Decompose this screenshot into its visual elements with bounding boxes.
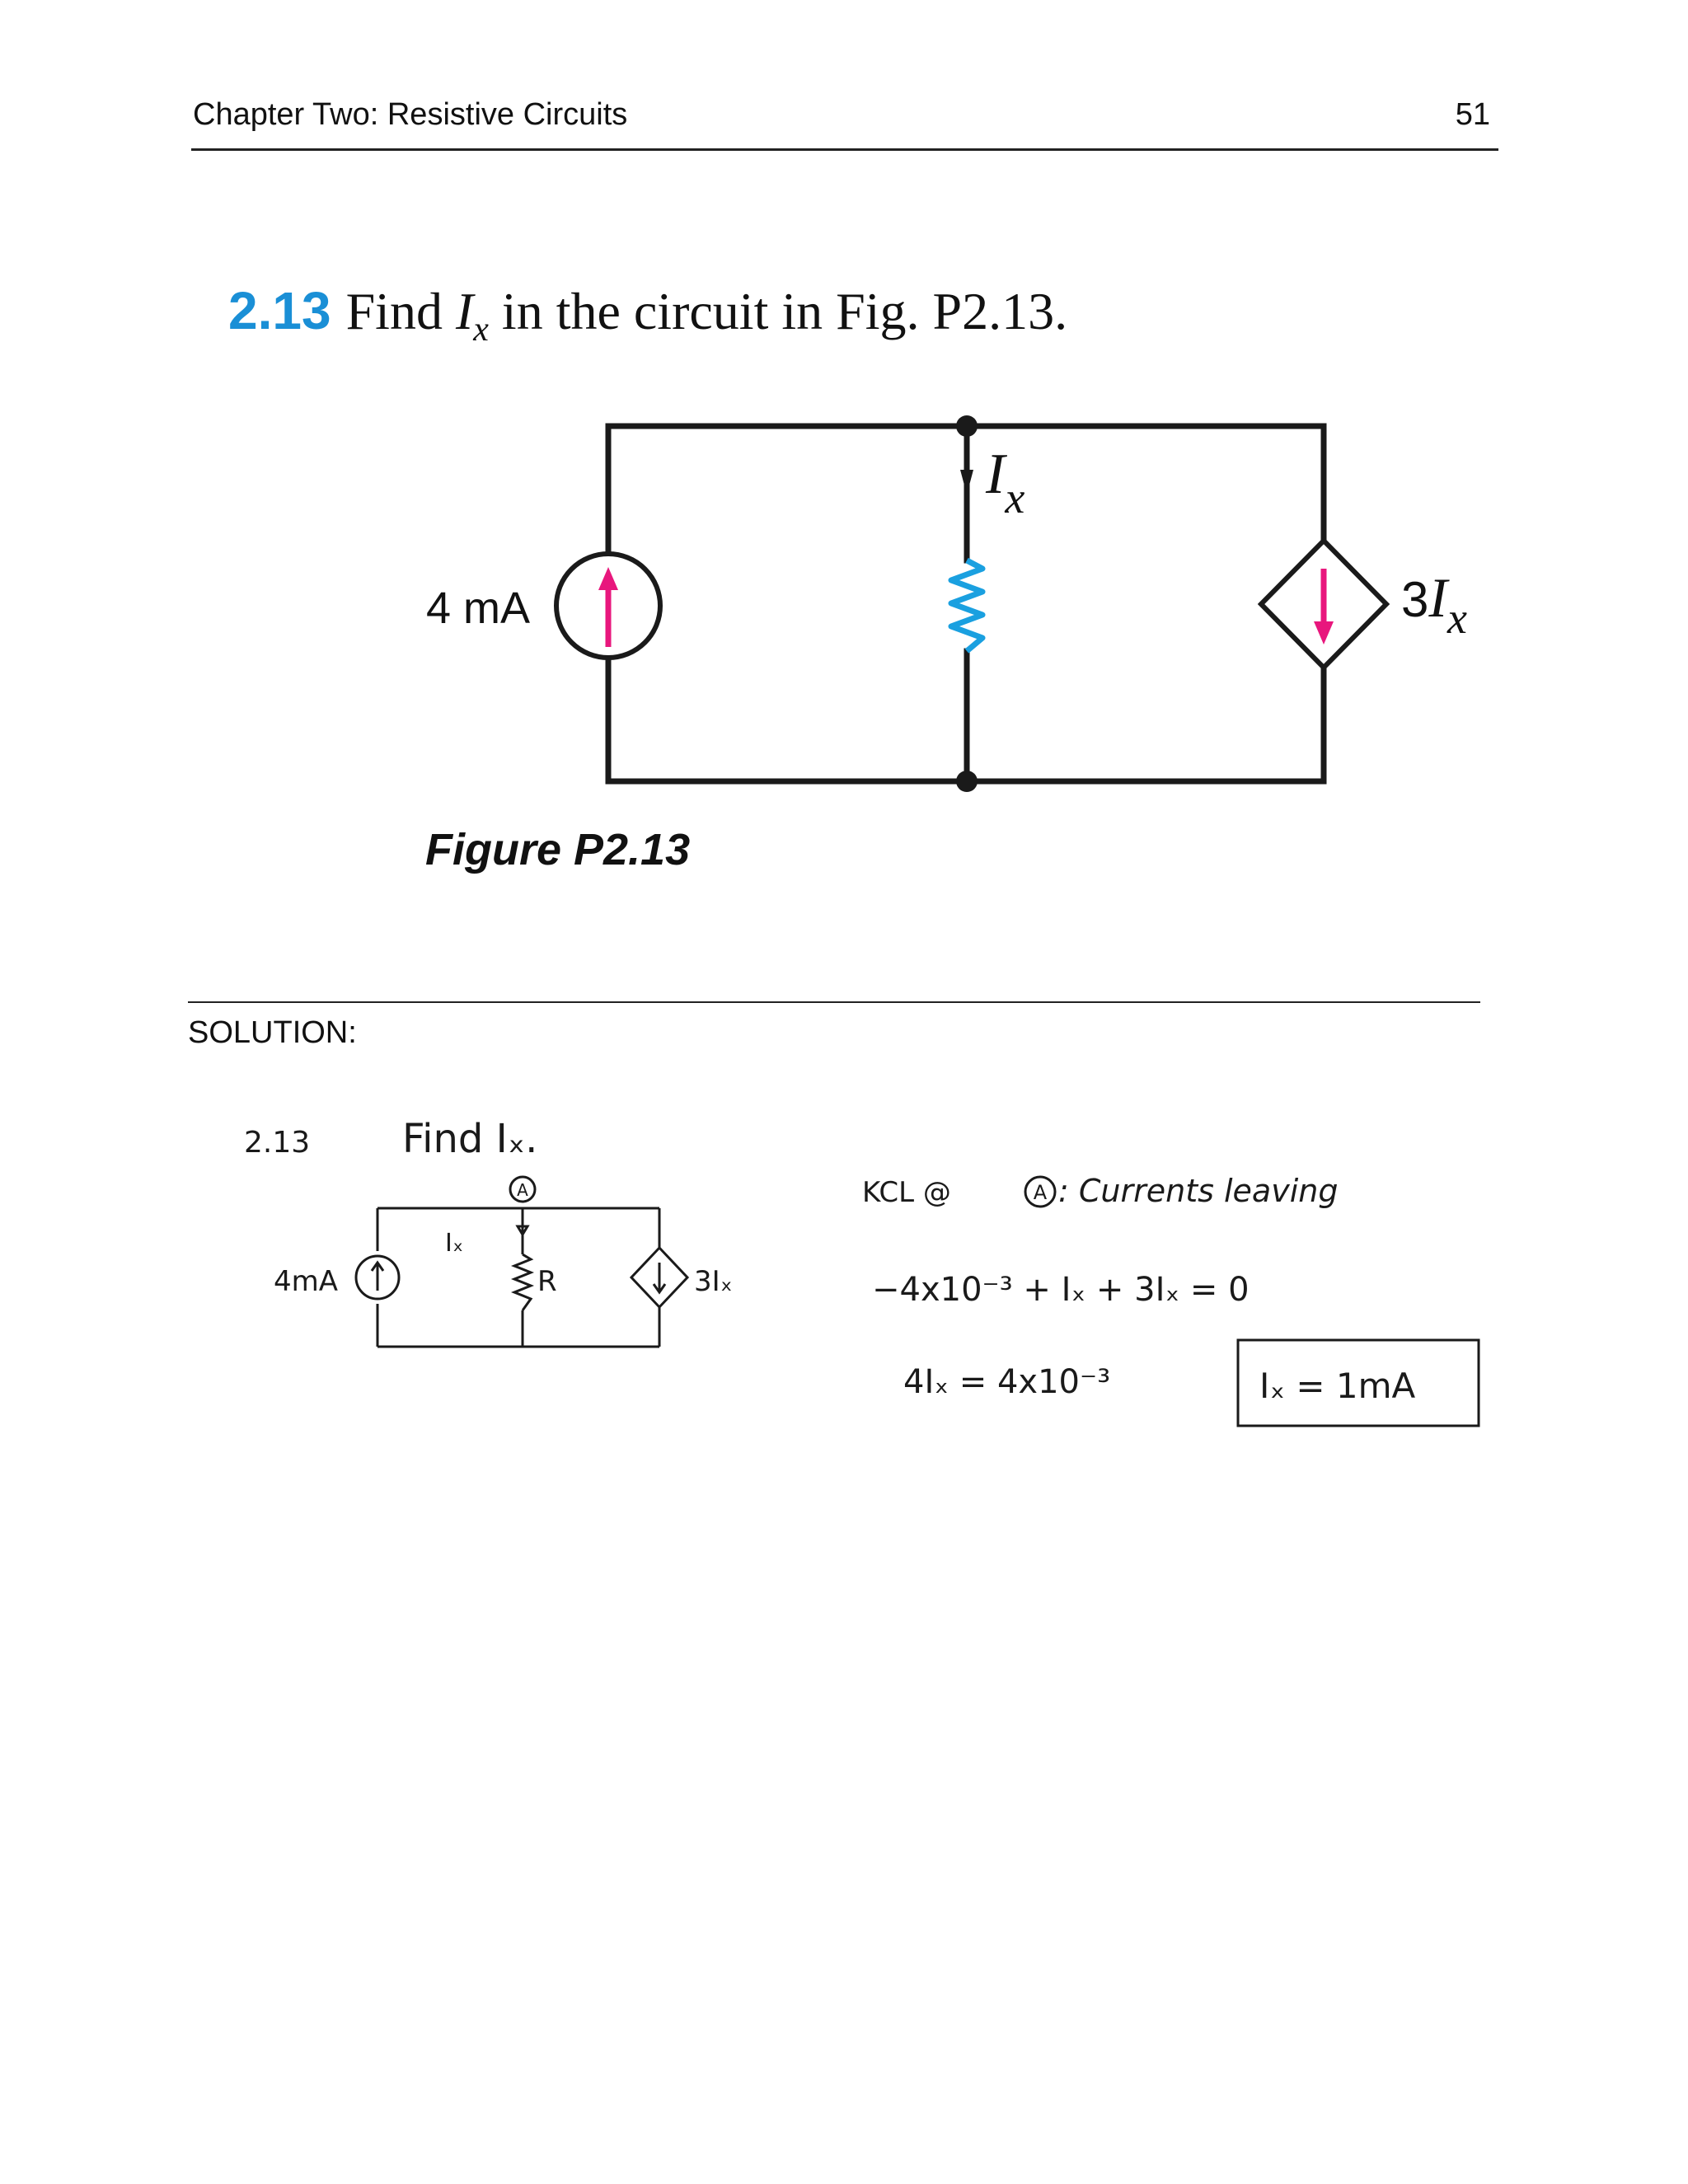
- hw-node-label: A: [517, 1180, 528, 1200]
- problem-number: 2.13: [228, 281, 331, 340]
- solution-label: SOLUTION:: [188, 1015, 357, 1050]
- figure-caption: Figure P2.13: [425, 825, 691, 874]
- arrow-down-icon: [1314, 621, 1334, 644]
- node-dot-bottom: [956, 771, 978, 792]
- problem-text-prefix: Find: [345, 282, 456, 340]
- handwritten-solution: 2.13 Find Iₓ. A Iₓ 4mA R 3Iₓ KCL @ A : C…: [244, 1116, 1480, 1427]
- hw-kcl-node-circle: [1024, 1175, 1057, 1208]
- hw-problem-ref: 2.13: [244, 1126, 310, 1160]
- hw-equation-2: 4Iₓ = 4x10⁻³: [903, 1363, 1110, 1401]
- current-label-ix: Ix: [985, 443, 1025, 523]
- hw-kcl-node: A: [1034, 1181, 1048, 1204]
- chapter-title: Chapter Two: Resistive Circuits: [193, 97, 628, 132]
- hw-source-label: 4mA: [274, 1265, 338, 1298]
- node-dot-top: [956, 415, 978, 437]
- arrow-up-icon: [598, 567, 618, 590]
- problem-variable-subscript: x: [473, 310, 489, 349]
- hw-source-circle: [354, 1254, 401, 1301]
- resistor-icon: [948, 557, 986, 654]
- hw-arrow-down-icon: [652, 1263, 667, 1295]
- page-header: Chapter Two: Resistive Circuits 51: [191, 97, 1498, 151]
- source-label: 4 mA: [426, 583, 530, 633]
- problem-text-suffix: in the circuit in Fig. P2.13.: [488, 282, 1068, 340]
- page-number: 51: [1455, 97, 1490, 132]
- dependent-current-source: [1257, 537, 1390, 672]
- current-direction-arrow-icon: [960, 470, 973, 494]
- hw-kcl-tail: : Currents leaving: [1058, 1173, 1338, 1209]
- hw-task: Find Iₓ.: [402, 1116, 537, 1162]
- hw-dependent-label: 3Iₓ: [694, 1265, 733, 1298]
- hw-branch-current: Iₓ: [445, 1229, 463, 1258]
- hw-equation-1: −4x10⁻³ + Iₓ + 3Iₓ = 0: [872, 1271, 1250, 1309]
- hw-kcl-heading: KCL @: [862, 1176, 951, 1209]
- dependent-source-label: 3Ix: [1401, 566, 1467, 643]
- hw-dependent-diamond: [629, 1245, 690, 1310]
- hw-resistor-icon: [510, 1253, 535, 1311]
- hw-current-arrow-icon: [515, 1225, 530, 1237]
- circuit-diagram: 4 mA Ix 3Ix: [426, 415, 1467, 792]
- problem-text: Find Ix in the circuit in Fig. P2.13.: [345, 282, 1068, 349]
- hw-node-circle: [509, 1175, 537, 1203]
- problem-variable: I: [455, 282, 474, 340]
- hw-resistor-label: R: [537, 1265, 557, 1298]
- hw-answer: Iₓ = 1mA: [1259, 1366, 1416, 1406]
- solution-divider: [188, 1001, 1480, 1003]
- independent-current-source: [554, 551, 663, 660]
- hw-answer-box: [1236, 1338, 1480, 1427]
- hw-circuit-sketch: [354, 1175, 690, 1348]
- hw-arrow-up-icon: [370, 1260, 385, 1291]
